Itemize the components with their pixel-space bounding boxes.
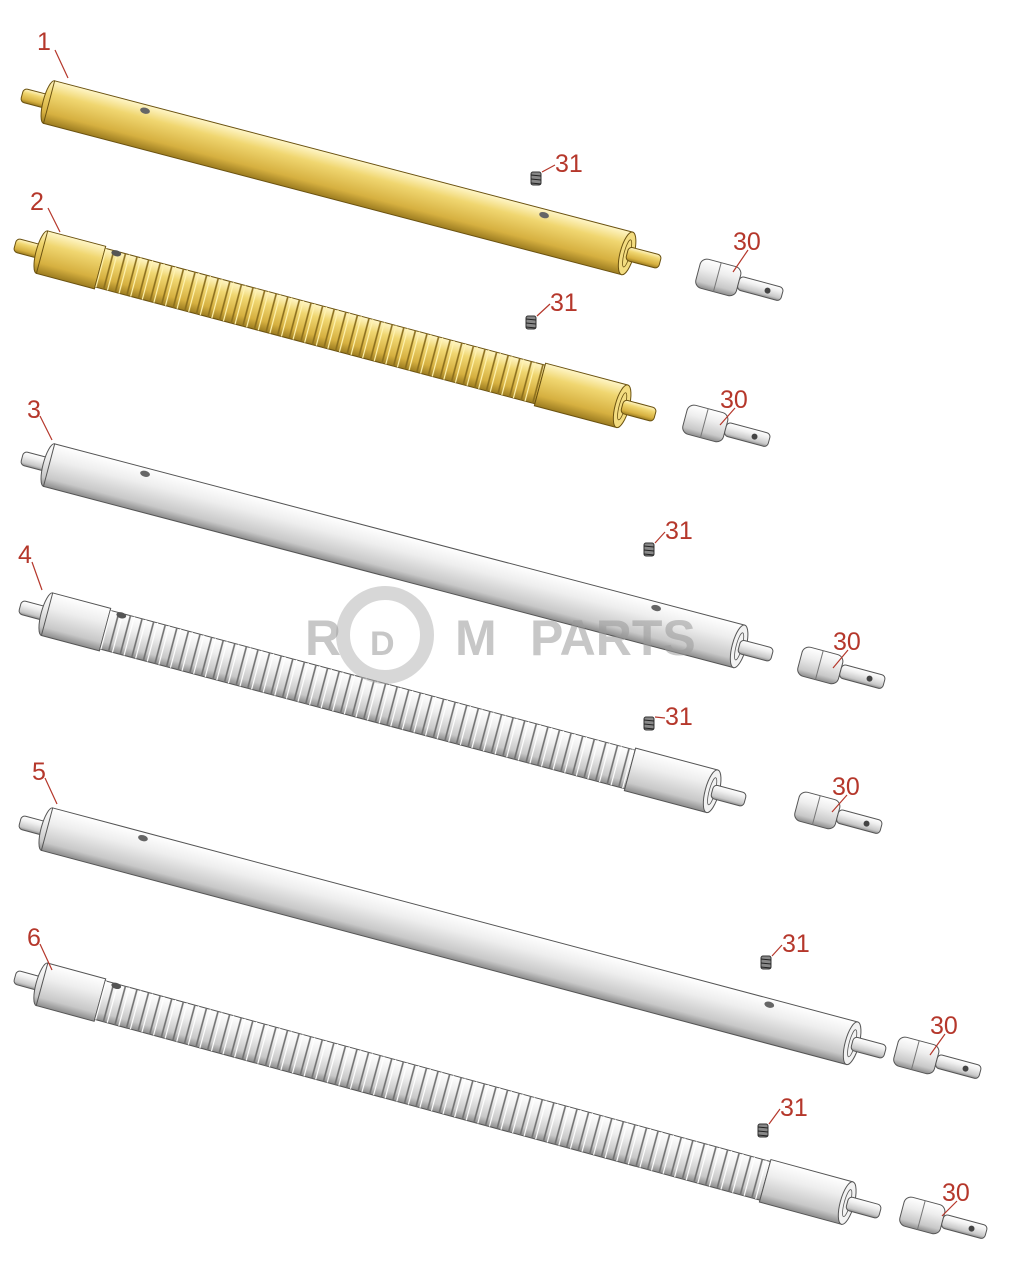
leader-line bbox=[719, 407, 736, 426]
leader-line bbox=[654, 716, 666, 719]
screw-hole bbox=[111, 250, 122, 257]
roller-5 bbox=[18, 807, 887, 1066]
leader-line bbox=[771, 944, 783, 957]
screw-hole bbox=[764, 1001, 775, 1008]
screw-hole bbox=[539, 211, 549, 219]
roller-6 bbox=[13, 962, 882, 1225]
leader-line bbox=[31, 561, 43, 591]
leader-line bbox=[541, 164, 556, 173]
leader-line bbox=[929, 1033, 946, 1056]
callout-31: 31 bbox=[555, 150, 583, 178]
end-cap-30 bbox=[893, 1036, 982, 1079]
callout-4: 4 bbox=[18, 541, 32, 569]
callout-31: 31 bbox=[665, 517, 693, 545]
roller-3 bbox=[20, 443, 774, 669]
leader-lines bbox=[31, 49, 958, 1217]
screw-hole bbox=[111, 982, 122, 990]
leader-line bbox=[39, 415, 53, 441]
screw-hole bbox=[140, 470, 150, 477]
end-cap-30 bbox=[794, 791, 883, 834]
grub-screw-31 bbox=[643, 542, 655, 557]
svg-text:PARTS: PARTS bbox=[530, 610, 696, 666]
callout-31: 31 bbox=[550, 289, 578, 317]
screw-hole bbox=[116, 612, 127, 619]
tube-body bbox=[42, 80, 634, 276]
shaft-right bbox=[850, 1036, 887, 1059]
callout-31: 31 bbox=[782, 930, 810, 958]
screw-hole bbox=[138, 834, 148, 842]
grub-screw-31 bbox=[525, 315, 537, 330]
shaft-right bbox=[845, 1196, 882, 1219]
shaft-right bbox=[737, 639, 774, 662]
leader-line bbox=[44, 777, 58, 805]
svg-text:R: R bbox=[305, 610, 341, 666]
leader-line bbox=[941, 1200, 958, 1217]
callout-3: 3 bbox=[27, 396, 41, 424]
grub-screw-31 bbox=[643, 716, 655, 731]
leader-line bbox=[39, 943, 53, 971]
leader-line bbox=[654, 531, 666, 544]
screw-hole bbox=[140, 107, 150, 114]
callout-31: 31 bbox=[665, 703, 693, 731]
leader-line bbox=[831, 794, 848, 813]
svg-text:D: D bbox=[370, 625, 395, 663]
callout-5: 5 bbox=[32, 758, 46, 786]
roller-4 bbox=[18, 592, 747, 814]
shaft-right bbox=[620, 399, 657, 422]
watermark: R D M PARTS bbox=[305, 586, 696, 684]
leader-line bbox=[832, 649, 849, 669]
end-collar-left bbox=[35, 962, 107, 1022]
end-cap-30 bbox=[899, 1196, 988, 1239]
end-collar-left bbox=[35, 230, 107, 290]
roller-1 bbox=[20, 80, 662, 276]
end-collar-left bbox=[40, 592, 112, 652]
shaft-right bbox=[710, 784, 747, 807]
grub-screw-31 bbox=[760, 955, 772, 970]
leader-line bbox=[536, 303, 551, 317]
svg-text:M: M bbox=[455, 610, 497, 666]
callout-2: 2 bbox=[30, 188, 44, 216]
end-cap-30 bbox=[695, 258, 784, 301]
leader-line bbox=[54, 49, 69, 79]
roller-2 bbox=[13, 230, 657, 429]
end-cap-30 bbox=[797, 646, 886, 689]
grub-screw-31 bbox=[530, 171, 542, 186]
callout-31: 31 bbox=[780, 1094, 808, 1122]
leader-line bbox=[768, 1108, 781, 1125]
shaft-right bbox=[625, 247, 662, 269]
leader-line bbox=[732, 249, 749, 273]
callout-1: 1 bbox=[37, 28, 51, 56]
screw-hole bbox=[651, 604, 662, 612]
grub-screw-31 bbox=[757, 1123, 769, 1138]
end-cap-30 bbox=[682, 404, 771, 447]
leader-line bbox=[47, 207, 61, 233]
callout-6: 6 bbox=[27, 924, 41, 952]
